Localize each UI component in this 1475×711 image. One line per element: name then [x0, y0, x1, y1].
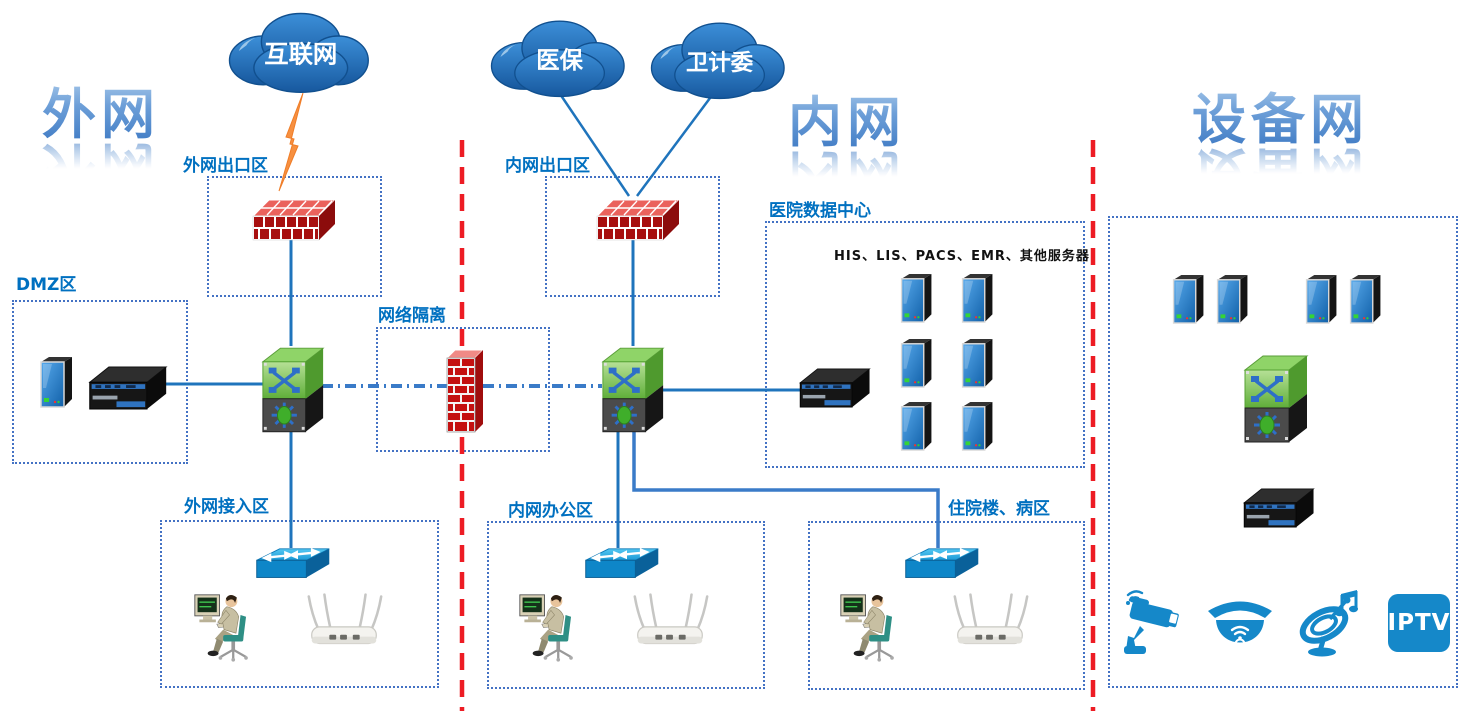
- title-internal-network: 内网: [788, 78, 906, 157]
- server-dmz-icon: [38, 356, 76, 408]
- cctv-camera-icon: [1120, 590, 1188, 658]
- appliance-dmz-icon: [84, 356, 170, 420]
- datacenter-servers-caption: HIS、LIS、PACS、EMR、其他服务器: [834, 249, 1090, 264]
- box-ext-exit-zone: [207, 176, 382, 297]
- dome-camera-icon: [1205, 594, 1275, 656]
- workstation-user-ward-icon: [839, 585, 903, 665]
- cloud-label: 卫计委: [686, 50, 754, 76]
- satellite-music-icon: [1296, 585, 1364, 657]
- isolation-brickwall-icon: [443, 348, 485, 436]
- box-ext-access-zone: [160, 520, 439, 688]
- appliance-device-icon: [1238, 482, 1318, 534]
- lightning-bolt: [278, 92, 304, 192]
- server-dc-icon: [959, 338, 997, 388]
- insurance-cloud: 医保: [483, 14, 629, 100]
- server-device-icon: [1347, 274, 1385, 324]
- server-dc-icon: [959, 273, 997, 323]
- wireless-ap-ward-icon: [946, 590, 1034, 652]
- box-datacenter-zone: [765, 221, 1085, 468]
- label-dmz-zone: DMZ区: [16, 275, 77, 295]
- title-device-network: 设备网: [1192, 75, 1369, 154]
- box-ward-zone: [808, 521, 1085, 690]
- server-dc-icon: [959, 401, 997, 451]
- wireless-ap-ext-icon: [300, 590, 388, 652]
- access-switch-ext-icon: [254, 545, 332, 587]
- wire-insurance-firewall: [554, 87, 631, 197]
- iptv-label: IPTV: [1387, 610, 1451, 636]
- server-device-icon: [1303, 274, 1341, 324]
- label-int-exit-zone: 内网出口区: [505, 156, 590, 176]
- health-commission-cloud: 卫计委: [640, 16, 792, 102]
- label-ext-exit-zone: 外网出口区: [183, 156, 268, 176]
- wire-healthcomm-firewall: [635, 89, 718, 197]
- label-int-office-zone: 内网办公区: [508, 501, 593, 521]
- iptv-icon: IPTV: [1388, 594, 1450, 652]
- workstation-user-office-icon: [518, 585, 582, 665]
- core-switch-internal-icon: [599, 342, 667, 436]
- box-dmz-zone: [12, 300, 188, 464]
- access-switch-ward-icon: [903, 545, 981, 587]
- server-device-icon: [1170, 274, 1208, 324]
- label-datacenter-zone: 医院数据中心: [769, 201, 871, 221]
- firewall-ext-exit-icon: [249, 192, 337, 246]
- internet-cloud: 互联网: [222, 6, 372, 96]
- wireless-ap-office-icon: [626, 590, 714, 652]
- cloud-label: 互联网: [264, 39, 337, 68]
- appliance-datacenter-icon: [793, 362, 875, 414]
- title-external-network: 外网: [42, 70, 160, 149]
- core-switch-device-icon: [1241, 350, 1311, 446]
- server-dc-icon: [898, 338, 936, 388]
- label-ext-access-zone: 外网接入区: [184, 497, 269, 517]
- firewall-int-exit-icon: [593, 192, 681, 246]
- label-ward-zone: 住院楼、病区: [948, 499, 1050, 519]
- label-isolation-zone: 网络隔离: [378, 306, 446, 326]
- workstation-user-ext-icon: [193, 585, 257, 665]
- wire-core2-wardswitch: [632, 430, 940, 548]
- box-device-network-zone: [1108, 216, 1458, 688]
- cloud-label: 医保: [536, 47, 583, 74]
- access-switch-office-icon: [583, 545, 661, 587]
- box-int-office-zone: [487, 521, 765, 689]
- server-dc-icon: [898, 273, 936, 323]
- core-switch-external-icon: [259, 342, 327, 436]
- server-dc-icon: [898, 401, 936, 451]
- server-device-icon: [1214, 274, 1252, 324]
